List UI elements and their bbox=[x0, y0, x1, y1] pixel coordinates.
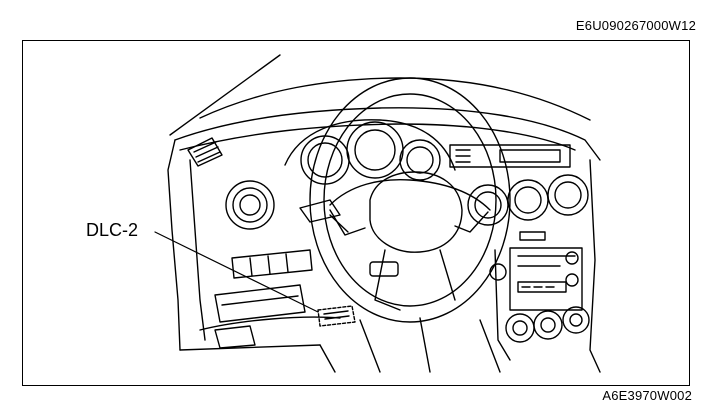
figure-id-top: E6U090267000W12 bbox=[575, 18, 696, 33]
audio-unit bbox=[489, 247, 583, 311]
dashboard-upper-edge bbox=[179, 123, 576, 151]
dash-left-inner bbox=[189, 159, 206, 341]
center-console bbox=[494, 249, 511, 361]
dash-left-side bbox=[167, 139, 181, 351]
gauge-center bbox=[346, 121, 404, 179]
center-vents bbox=[467, 174, 589, 226]
cluster-hood bbox=[284, 119, 456, 171]
steering-wheel bbox=[309, 77, 511, 323]
left-defrost-vent bbox=[187, 137, 223, 167]
dlc-2-connector bbox=[317, 305, 356, 327]
left-round-vent bbox=[225, 180, 275, 230]
windshield-edge bbox=[199, 77, 591, 121]
climate-knobs bbox=[505, 306, 590, 343]
turn-signal-stalk bbox=[299, 199, 341, 223]
a-pillar bbox=[169, 54, 281, 136]
illustration-frame bbox=[22, 40, 690, 386]
knee-panel bbox=[214, 325, 256, 349]
callout-leader bbox=[154, 231, 319, 313]
gauge-right bbox=[399, 139, 441, 181]
gauge-left bbox=[300, 135, 350, 185]
switch-panel bbox=[231, 249, 313, 279]
dashboard-top bbox=[174, 107, 601, 161]
center-display bbox=[449, 144, 571, 168]
lower-panel bbox=[214, 284, 306, 323]
figure-id-bottom: A6E3970W002 bbox=[602, 388, 692, 403]
dlc-2-label: DLC-2 bbox=[86, 220, 139, 240]
